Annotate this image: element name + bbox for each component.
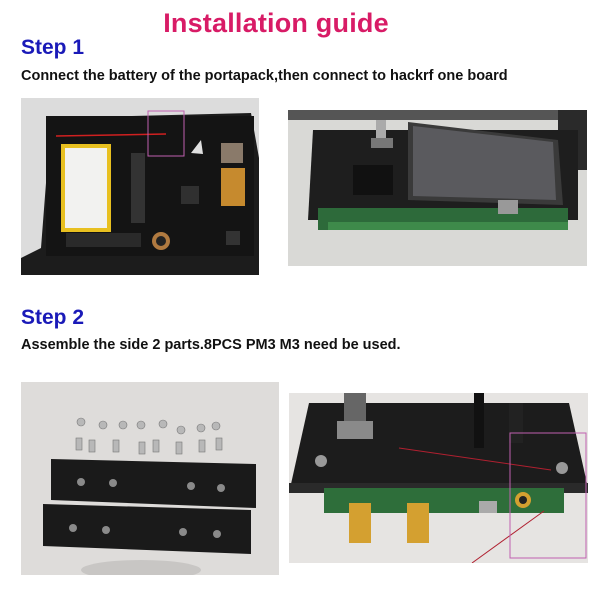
portapack-on-hackrf-photo <box>288 110 587 266</box>
step-1-label: Step 1 <box>21 36 85 59</box>
portapack-battery-board-photo <box>21 98 259 275</box>
assembled-side-closeup-photo <box>289 393 588 563</box>
step-1-description: Connect the battery of the portapack,the… <box>21 68 508 84</box>
side-parts-and-screws-photo <box>21 382 279 575</box>
step-2-label: Step 2 <box>21 306 85 329</box>
page-title: Installation guide <box>163 8 389 38</box>
step-2-description: Assemble the side 2 parts.8PCS PM3 M3 ne… <box>21 337 401 353</box>
